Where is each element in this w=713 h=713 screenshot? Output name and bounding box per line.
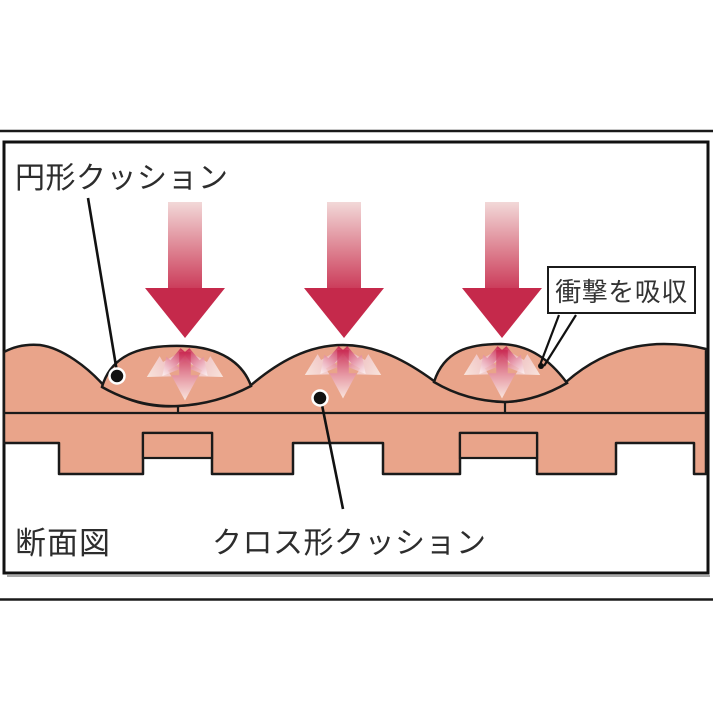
shock-absorb-label: 衝撃を吸収 [555, 276, 688, 307]
cross-cushion-tooth [458, 431, 539, 460]
impact-arrow-down-icon [462, 202, 542, 338]
round-cushion-label: 円形クッション [15, 162, 229, 195]
leader-dot [311, 389, 329, 407]
impact-arrow-down-icon [145, 202, 225, 338]
leader-line-cross-cushion [311, 389, 345, 510]
section-view-label: 断面図 [15, 526, 111, 561]
leader-line-round-cushion [86, 197, 126, 385]
leader-dot [108, 367, 126, 385]
callout-tail [538, 314, 577, 369]
cross-cushion-label: クロス形クッション [212, 527, 487, 560]
callout-box: 衝撃を吸収 [547, 266, 696, 314]
cross-cushion-tooth [141, 431, 214, 460]
impact-arrow-down-icon [304, 202, 384, 338]
